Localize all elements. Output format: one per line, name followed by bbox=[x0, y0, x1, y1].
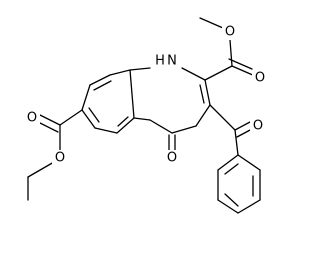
atom-labels: H N O O O O O O bbox=[24, 24, 268, 166]
nh-hydrogen-label: H bbox=[155, 54, 165, 69]
methyl-ester-ether-oxygen-label: O bbox=[225, 25, 235, 40]
benzoyl-group bbox=[209, 104, 261, 214]
ring-carbonyl bbox=[168, 134, 176, 151]
ethyl-ester-ether-oxygen-label: O bbox=[55, 151, 65, 166]
ring-ketone-oxygen-label: O bbox=[167, 151, 177, 166]
methyl-ester bbox=[199, 17, 256, 81]
ring-nitrogen-label: N bbox=[167, 54, 177, 69]
methyl-ester-carbonyl-oxygen-label: O bbox=[255, 71, 265, 86]
benzo-ring bbox=[81, 69, 135, 134]
pyridone-ring bbox=[129, 67, 211, 134]
benzoyl-oxygen-label: O bbox=[253, 119, 263, 134]
ethyl-ester-carbonyl-oxygen-label: O bbox=[27, 111, 37, 126]
ethyl-ester bbox=[27, 109, 83, 201]
chemical-structure-diagram: H N O O O O O O bbox=[24, 17, 268, 214]
